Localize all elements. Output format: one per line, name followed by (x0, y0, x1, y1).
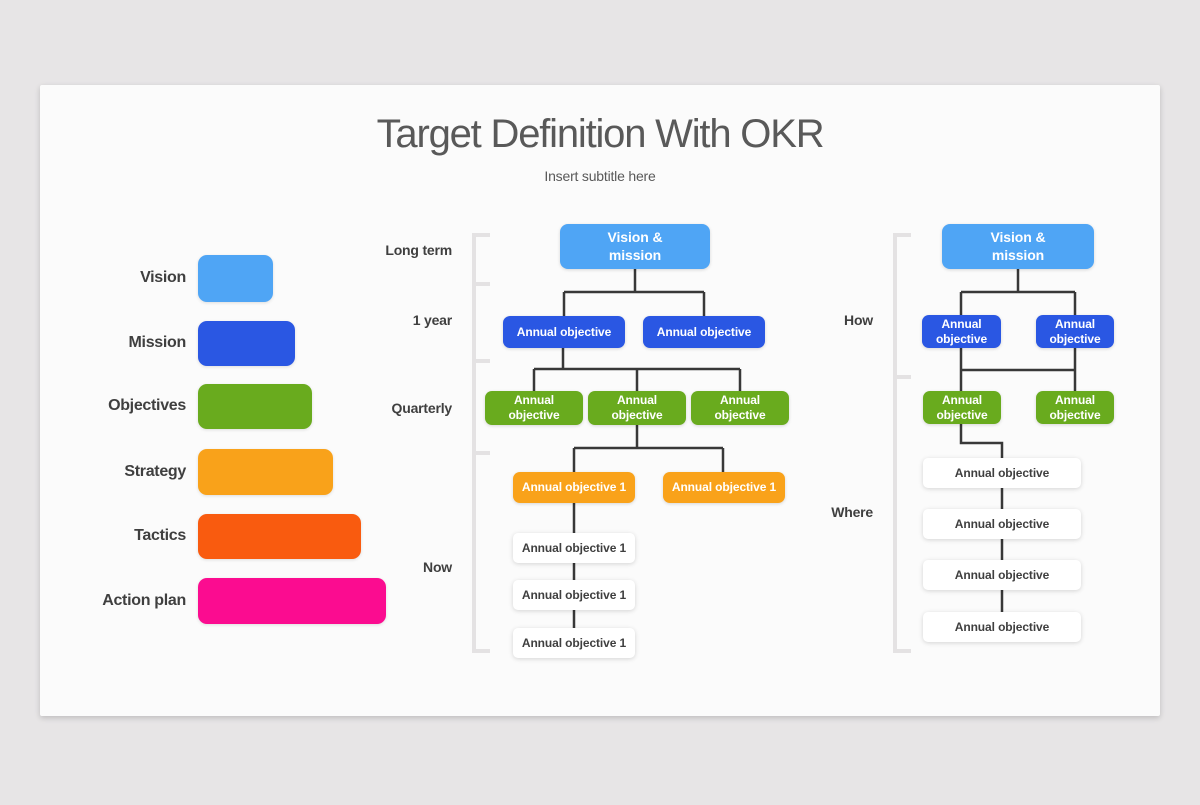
legend-label-objectives: Objectives (108, 397, 186, 414)
label-where: Where (831, 504, 873, 520)
annual-objective-quarterly-3: Annual objective (691, 391, 789, 425)
legend-label-mission: Mission (128, 334, 187, 351)
timeline-label-long-term: Long term (385, 242, 452, 258)
vision-mission-box-left: Vision & mission (560, 224, 710, 269)
legend-swatch-mission (198, 321, 295, 366)
action-item-left-3: Annual objective 1 (513, 628, 635, 658)
action-item-left-1: Annual objective 1 (513, 533, 635, 563)
legend-label-action-plan: Action plan (102, 592, 186, 609)
annual-objective-how-2: Annual objective (1036, 315, 1114, 348)
annual-objective-year-2: Annual objective (643, 316, 765, 348)
annual-objective-now-1: Annual objective 1 (513, 472, 635, 503)
action-item-right-1: Annual objective (923, 458, 1081, 488)
vision-mission-box-right: Vision & mission (942, 224, 1094, 269)
legend-label-tactics: Tactics (134, 527, 186, 544)
legend-label-strategy: Strategy (124, 463, 186, 480)
legend-swatch-strategy (198, 449, 333, 495)
annual-objective-how-1: Annual objective (922, 315, 1001, 348)
legend-label-vision: Vision (140, 269, 186, 286)
legend-swatch-action-plan (198, 578, 386, 624)
annual-objective-how-q2: Annual objective (1036, 391, 1114, 424)
vision-mission-label-left: Vision & mission (607, 229, 663, 263)
vision-mission-label-right: Vision & mission (990, 229, 1046, 263)
action-item-right-2: Annual objective (923, 509, 1081, 539)
action-item-right-4: Annual objective (923, 612, 1081, 642)
page-subtitle: Insert subtitle here (544, 168, 656, 184)
annual-objective-how-q1: Annual objective (923, 391, 1001, 424)
legend-swatch-vision (198, 255, 273, 302)
legend-swatch-objectives (198, 384, 312, 429)
action-item-right-3: Annual objective (923, 560, 1081, 590)
action-item-left-2: Annual objective 1 (513, 580, 635, 610)
annual-objective-quarterly-1: Annual objective (485, 391, 583, 425)
annual-objective-quarterly-2: Annual objective (588, 391, 686, 425)
annual-objective-now-2: Annual objective 1 (663, 472, 785, 503)
timeline-label-now: Now (423, 559, 452, 575)
legend-swatch-tactics (198, 514, 361, 559)
timeline-label-1-year: 1 year (412, 312, 452, 328)
page-title: Target Definition With OKR (376, 112, 825, 156)
label-how: How (844, 312, 873, 328)
timeline-label-quarterly: Quarterly (391, 400, 453, 416)
annual-objective-year-1: Annual objective (503, 316, 625, 348)
